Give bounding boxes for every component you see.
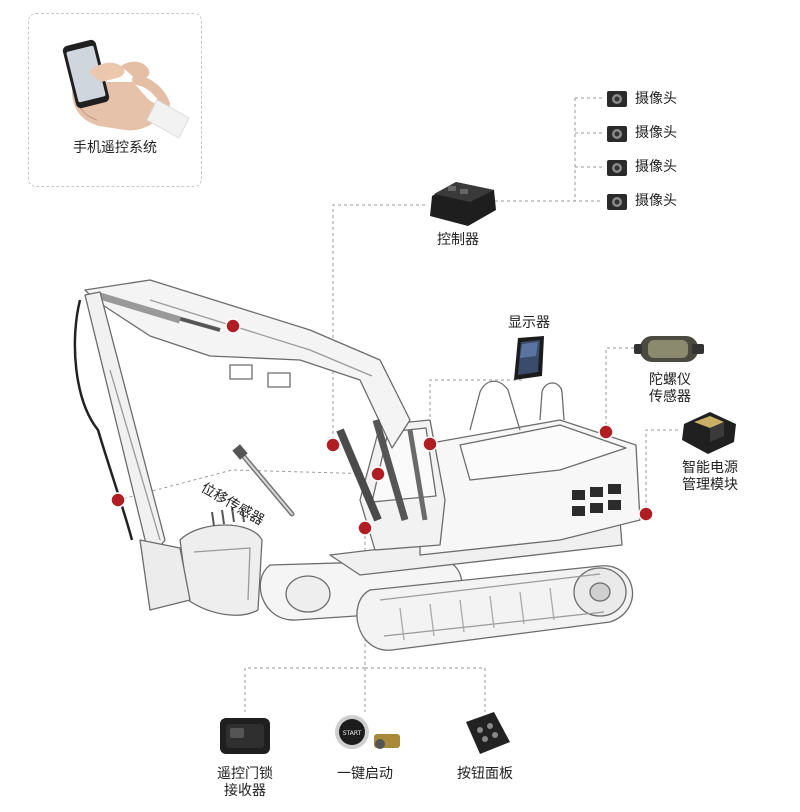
displacement-sensor-icon — [232, 444, 295, 517]
displacement-line — [117, 469, 377, 501]
marker-gyro — [598, 424, 614, 440]
camera-label-2: 摄像头 — [635, 125, 677, 141]
marker-boom-joint — [325, 437, 341, 453]
one-key-start-icon: START — [335, 715, 400, 749]
camera-icon — [607, 91, 627, 107]
marker-stick — [110, 492, 126, 508]
marker-power — [638, 506, 654, 522]
gyro-label-line2: 传感器 — [649, 389, 691, 405]
camera-icon — [607, 160, 627, 176]
marker-displacement — [370, 466, 386, 482]
remote-lock-receiver-icon — [220, 718, 270, 754]
camera-icon — [607, 194, 627, 210]
svg-text:START: START — [343, 730, 362, 737]
button-panel-icon — [466, 712, 510, 754]
camera-bus-line — [495, 97, 602, 202]
gyro-line — [605, 347, 640, 432]
controller-icon — [430, 182, 496, 226]
marker-boom-top — [225, 318, 241, 334]
power-module-icon — [682, 412, 736, 454]
remote-lock-label-line2: 接收器 — [224, 783, 266, 799]
marker-cab — [422, 436, 438, 452]
hand-holding-phone-icon — [62, 39, 190, 139]
one-key-start-label: 一键启动 — [337, 766, 393, 782]
camera-label-3: 摄像头 — [635, 159, 677, 175]
camera-label-4: 摄像头 — [635, 193, 677, 209]
power-line — [645, 429, 678, 514]
remote-lock-label-line1: 遥控门锁 — [217, 766, 273, 782]
sensor-markers — [110, 318, 654, 536]
excavator-sketch — [73, 279, 641, 651]
phone-remote-label: 手机遥控系统 — [73, 140, 157, 156]
phone-remote-card: 手机遥控系统 — [28, 13, 202, 187]
engine-grille — [572, 484, 621, 516]
power-label-line2: 管理模块 — [682, 477, 738, 493]
camera-icons — [607, 91, 627, 210]
gyro-sensor-icon — [634, 336, 704, 362]
button-panel-label: 按钮面板 — [457, 766, 513, 782]
power-label-line1: 智能电源 — [682, 460, 738, 476]
bucket-teeth — [211, 507, 245, 527]
display-icon — [514, 336, 544, 380]
marker-cab-lower — [357, 520, 373, 536]
camera-icon — [607, 126, 627, 142]
controller-label: 控制器 — [437, 232, 479, 248]
gyro-label-line1: 陀螺仪 — [649, 372, 691, 388]
camera-label-1: 摄像头 — [635, 91, 677, 107]
display-label: 显示器 — [508, 315, 550, 331]
